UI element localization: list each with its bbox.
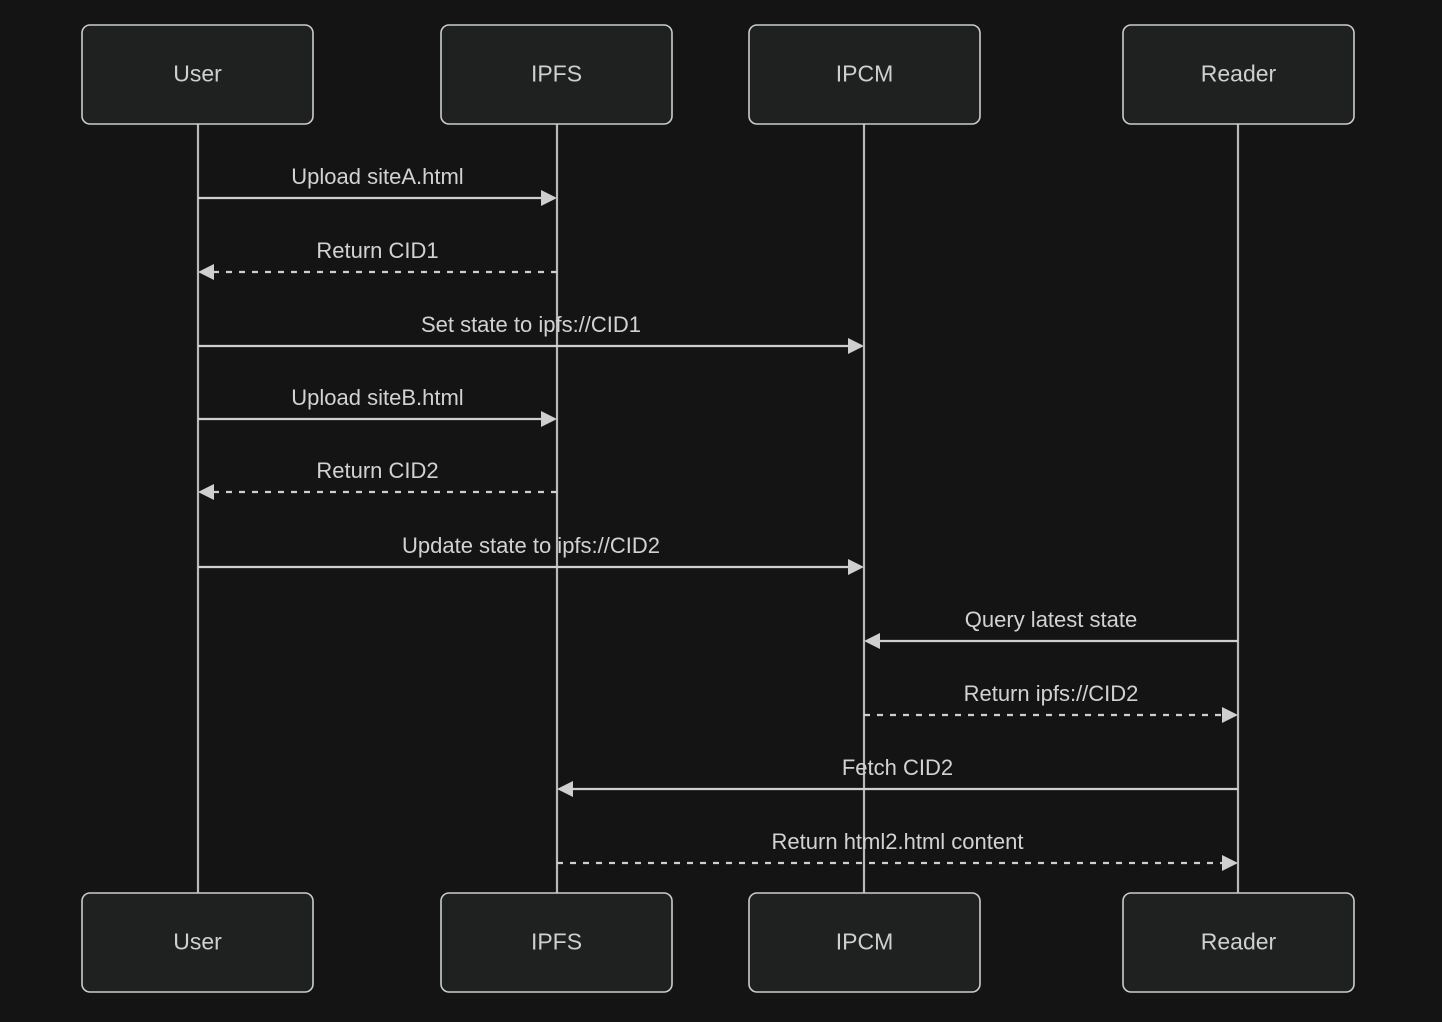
actor-label-ipcm-top: IPCM (836, 61, 894, 87)
message-m1: Upload siteA.html (198, 164, 557, 206)
message-label-m1: Upload siteA.html (291, 164, 463, 189)
actor-box-reader-bottom[interactable]: Reader (1122, 892, 1355, 993)
actor-box-reader-top[interactable]: Reader (1122, 24, 1355, 125)
actor-boxes-top: User IPFS IPCM Reader (81, 24, 1355, 125)
message-m2: Return CID1 (198, 238, 557, 280)
actor-box-ipcm-bottom[interactable]: IPCM (748, 892, 981, 993)
message-m9: Fetch CID2 (557, 755, 1238, 797)
message-label-m7: Query latest state (965, 607, 1137, 632)
message-label-m2: Return CID1 (316, 238, 438, 263)
actor-boxes-bottom: User IPFS IPCM Reader (81, 892, 1355, 993)
actor-box-ipfs-bottom[interactable]: IPFS (440, 892, 673, 993)
message-m3: Set state to ipfs://CID1 (198, 312, 864, 354)
message-label-m9: Fetch CID2 (842, 755, 953, 780)
message-arrowhead-m1 (541, 190, 557, 206)
actor-rect-user-bottom (81, 892, 314, 993)
message-m4: Upload siteB.html (198, 385, 557, 427)
message-arrowhead-m9 (557, 781, 573, 797)
message-label-m8: Return ipfs://CID2 (964, 681, 1139, 706)
message-m7: Query latest state (864, 607, 1238, 649)
actor-box-ipcm-top[interactable]: IPCM (748, 24, 981, 125)
message-m8: Return ipfs://CID2 (864, 681, 1238, 723)
message-label-m3: Set state to ipfs://CID1 (421, 312, 641, 337)
message-label-m4: Upload siteB.html (291, 385, 463, 410)
actor-label-user-bottom: User (173, 929, 222, 955)
message-arrowhead-m8 (1222, 707, 1238, 723)
actor-label-ipfs-top: IPFS (531, 61, 582, 87)
lifelines-layer (196, 124, 1240, 893)
actor-rect-reader-bottom (1122, 892, 1355, 993)
message-arrowhead-m2 (198, 264, 214, 280)
message-label-m6: Update state to ipfs://CID2 (402, 533, 660, 558)
actor-box-ipfs-top[interactable]: IPFS (440, 24, 673, 125)
message-m6: Update state to ipfs://CID2 (198, 533, 864, 575)
message-arrowhead-m5 (198, 484, 214, 500)
actor-rect-reader-top (1122, 24, 1355, 125)
message-arrowhead-m7 (864, 633, 880, 649)
actor-rect-ipcm-top (748, 24, 981, 125)
actor-box-user-bottom[interactable]: User (81, 892, 314, 993)
actor-rect-ipcm-bottom (748, 892, 981, 993)
actor-label-ipcm-bottom: IPCM (836, 929, 894, 955)
actor-rect-user-top (81, 24, 314, 125)
message-arrowhead-m10 (1222, 855, 1238, 871)
actor-label-user-top: User (173, 61, 222, 87)
message-arrowhead-m4 (541, 411, 557, 427)
actor-label-ipfs-bottom: IPFS (531, 929, 582, 955)
message-label-m5: Return CID2 (316, 458, 438, 483)
message-arrowhead-m3 (848, 338, 864, 354)
message-arrowhead-m6 (848, 559, 864, 575)
message-m10: Return html2.html content (557, 829, 1238, 871)
actor-label-reader-top: Reader (1201, 61, 1277, 87)
message-label-m10: Return html2.html content (772, 829, 1024, 854)
actor-rect-ipfs-bottom (440, 892, 673, 993)
actor-box-user-top[interactable]: User (81, 24, 314, 125)
actor-label-reader-bottom: Reader (1201, 929, 1277, 955)
message-m5: Return CID2 (198, 458, 557, 500)
actor-rect-ipfs-top (440, 24, 673, 125)
